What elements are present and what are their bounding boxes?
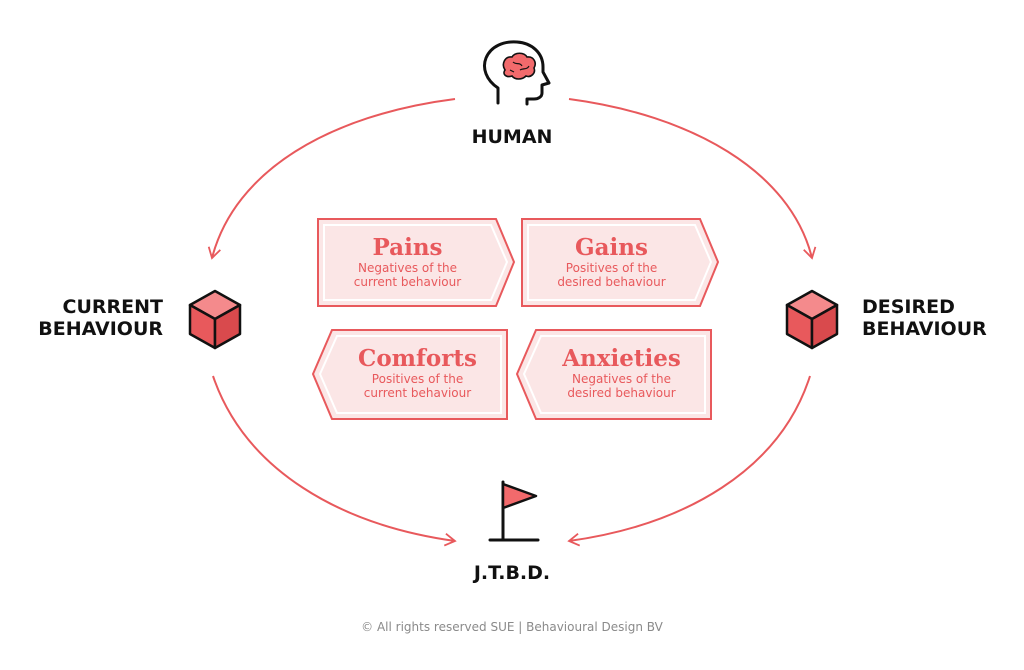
head-brain-icon: [483, 40, 551, 106]
copyright-footer: © All rights reserved SUE | Behavioural …: [361, 620, 663, 634]
arc-human-to-current: [207, 98, 456, 260]
desired-label-line2: BEHAVIOUR: [862, 318, 987, 340]
flag-icon: [488, 480, 540, 542]
comforts-desc-line1: Positives of the: [371, 372, 464, 386]
cube-icon: [785, 289, 839, 350]
arc-current-to-jtbd: [212, 375, 457, 547]
anxieties-desc-line1: Negatives of the: [572, 372, 671, 386]
comforts-desc-line2: current behaviour: [363, 386, 472, 400]
gains-arrow-shape: [521, 218, 720, 307]
pains-title: Pains: [372, 234, 443, 261]
gains-desc-line2: desired behaviour: [557, 275, 666, 289]
gains-title: Gains: [575, 234, 648, 261]
human-label: HUMAN: [471, 126, 553, 148]
arc-human-to-desired: [568, 98, 817, 260]
pains-desc-line1: Negatives of the: [358, 261, 457, 275]
arc-desired-to-jtbd: [567, 375, 811, 547]
anxieties-arrow-shape: [515, 329, 712, 420]
current-label-line1: CURRENT: [62, 296, 163, 318]
gains-desc-line1: Positives of the: [565, 261, 658, 275]
pains-box: Pains Negatives of the current behaviour: [330, 234, 485, 290]
comforts-box: Comforts Positives of the current behavi…: [340, 345, 495, 401]
jtbd-label: J.T.B.D.: [473, 562, 551, 584]
desired-behaviour-label: DESIRED BEHAVIOUR: [862, 296, 1012, 340]
pains-arrow-shape: [317, 218, 516, 307]
gains-box: Gains Positives of the desired behaviour: [534, 234, 689, 290]
pains-desc-line2: current behaviour: [353, 275, 462, 289]
comforts-arrow-shape: [311, 329, 508, 420]
cube-icon: [188, 289, 242, 350]
anxieties-desc-line2: desired behaviour: [567, 386, 676, 400]
desired-label-line1: DESIRED: [862, 296, 955, 318]
current-behaviour-label: CURRENT BEHAVIOUR: [20, 296, 163, 340]
anxieties-box: Anxieties Negatives of the desired behav…: [544, 345, 699, 401]
anxieties-title: Anxieties: [562, 345, 681, 372]
current-label-line2: BEHAVIOUR: [38, 318, 163, 340]
comforts-title: Comforts: [358, 345, 477, 372]
